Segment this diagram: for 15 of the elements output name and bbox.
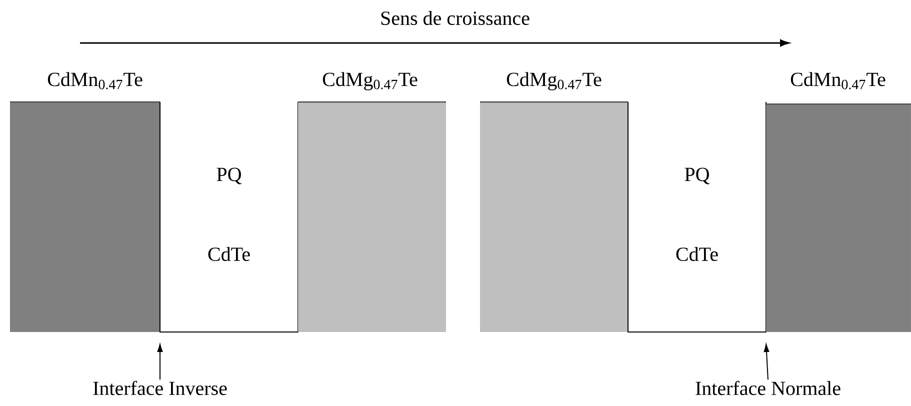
quantum-well: PQ CdTe [160,102,298,332]
node-label: CdMn$_{0.47}$Te [790,72,886,90]
barrier-block: CdMg$_{0.47}$Te [298,72,446,332]
barrier-block: CdMn$_{0.47}$Te [10,72,160,332]
interface-label: Interface Inverse [93,380,227,396]
barrier-block: CdMn$_{0.47}$Te [766,72,911,332]
node-label: CdMn$_{0.47}$Te [48,72,142,90]
node-label: CdMg$_{0.47}$Te [506,72,602,90]
quantum-well: PQ CdTe [628,102,766,332]
node-label: CdMg$_{0.47}$Te [322,72,418,90]
heading: Sens de croissance [381,10,530,26]
barrier-block: CdMg$_{0.47}$Te [480,72,628,332]
interface-label: Interface Normale [696,380,840,396]
leader-arrow [157,344,163,380]
leader-arrow [764,344,770,380]
